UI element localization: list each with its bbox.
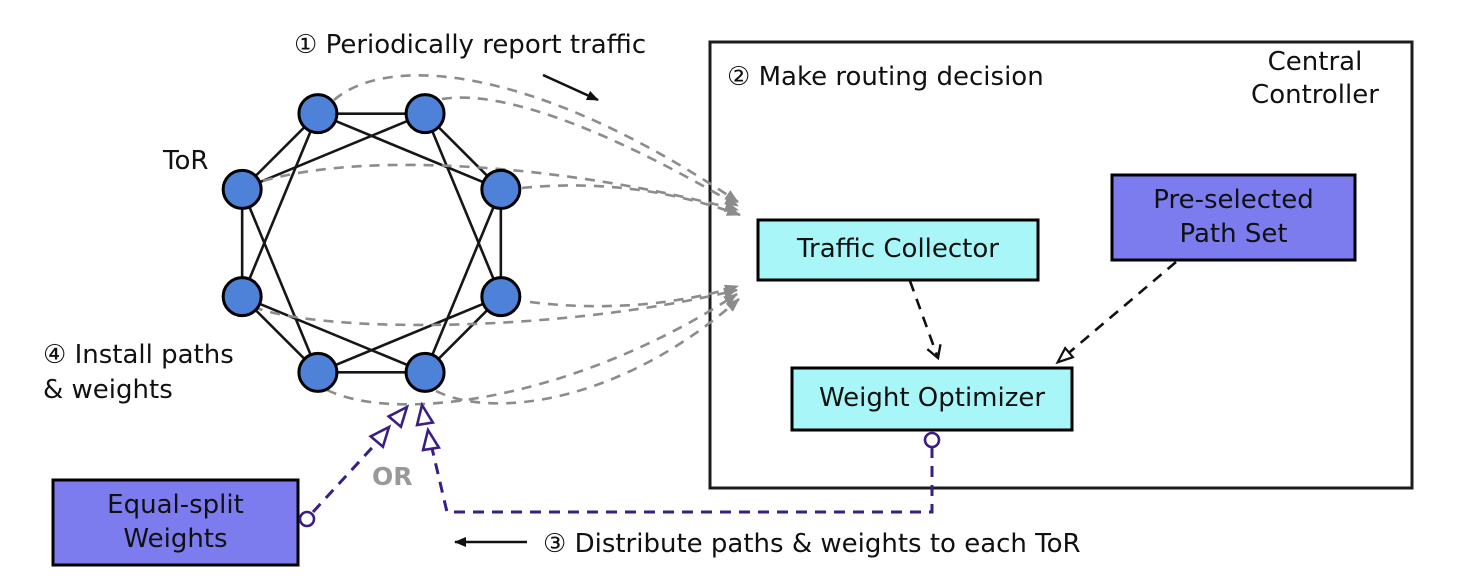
equal-split-weights-box	[51, 478, 300, 567]
annotation-step3: ③ Distribute paths & weights to each ToR	[543, 529, 1081, 559]
preselected-path-set-label: Pre-selected Path Set	[1153, 184, 1314, 249]
traffic-collector-box	[756, 218, 1040, 282]
optimizer-connector-circle	[923, 431, 941, 449]
equal-split-connector-circle	[298, 510, 316, 528]
weight-optimizer-box	[790, 366, 1074, 432]
annotation-step2: ② Make routing decision	[727, 62, 1044, 92]
weight-optimizer-label: Weight Optimizer	[818, 383, 1046, 414]
distribute-arrowheads	[368, 401, 442, 452]
equal-split-line	[311, 436, 383, 514]
annotation-step4: ④ Install paths & weights	[43, 340, 234, 406]
controller-flow-arrows	[908, 261, 1177, 362]
distribute-weights-lines	[311, 436, 934, 514]
tor-label: ToR	[163, 146, 209, 176]
central-controller-title: Central Controller	[1251, 47, 1379, 111]
component-boxes	[51, 173, 1357, 567]
tor-links	[240, 112, 503, 374]
annotation-step1: ① Periodically report traffic	[294, 30, 647, 60]
traffic-collector-label: Traffic Collector	[797, 234, 999, 265]
equal-split-weights-label: Equal-split Weights	[107, 489, 244, 554]
preselected-path-set-box	[1110, 173, 1357, 262]
collector-to-optimizer-arrow	[908, 280, 938, 358]
central-controller-box	[708, 40, 1414, 490]
step1-arrow	[542, 73, 599, 102]
optimizer-distribute-line	[429, 443, 934, 514]
tor-ring	[240, 112, 503, 374]
or-label: OR	[372, 462, 413, 491]
report-traffic-curves	[252, 74, 741, 406]
tor-nodes	[221, 93, 522, 393]
pathset-to-optimizer-arrow	[1058, 261, 1177, 362]
